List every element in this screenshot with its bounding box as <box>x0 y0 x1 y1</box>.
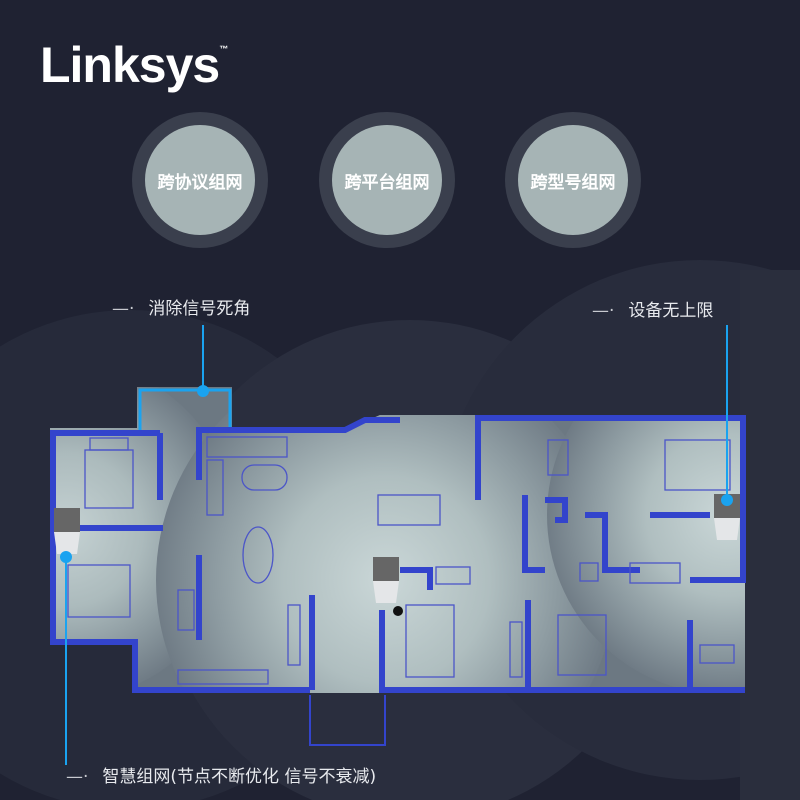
callout-dots <box>60 385 733 563</box>
furniture <box>67 436 735 685</box>
walls <box>50 388 746 746</box>
feature-label: 跨协议组网 <box>145 125 255 235</box>
feature-cross-protocol: 跨协议组网 <box>132 112 268 248</box>
callout-smart-mesh: —·智慧组网(节点不断优化 信号不衰减) <box>66 767 377 787</box>
feature-label: 跨平台组网 <box>332 125 442 235</box>
router-node-center <box>373 557 403 616</box>
callout-dead-zone: —·消除信号死角 <box>112 299 251 319</box>
callout-unlimited-devices: —·设备无上限 <box>592 301 714 321</box>
feature-cross-model: 跨型号组网 <box>505 112 641 248</box>
callout-lines <box>65 325 728 765</box>
feature-label: 跨型号组网 <box>518 125 628 235</box>
linksys-logo: Linksys™ <box>40 37 228 93</box>
feature-cross-platform: 跨平台组网 <box>319 112 455 248</box>
router-node-left <box>54 508 80 554</box>
